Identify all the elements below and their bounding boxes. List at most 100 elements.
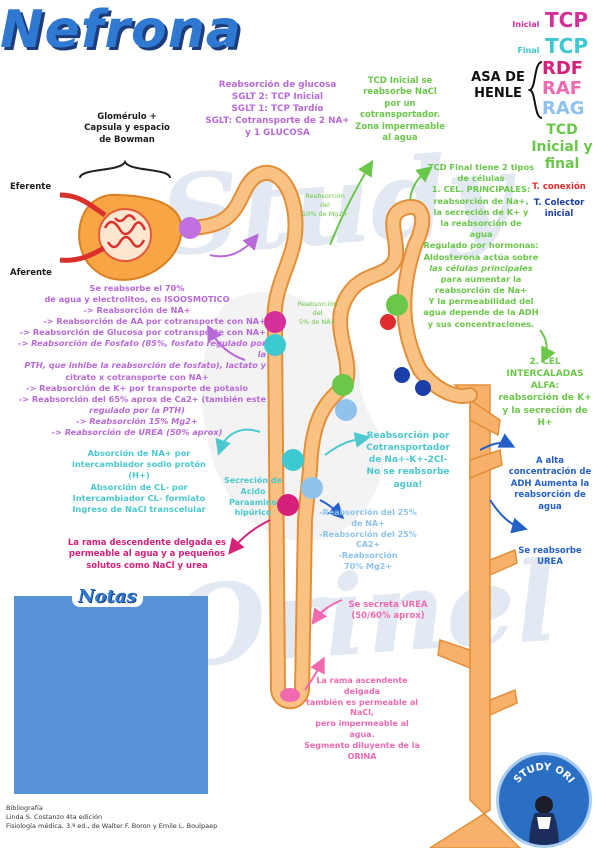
annotation-line: 2. CEL [529,357,561,367]
annotation-line: agua depende de la ADH [423,307,539,318]
legend-asa-henle: ASA DE HENLE [468,70,528,103]
annotation-line: al agua [382,133,418,144]
notes-title: Notas [72,586,143,607]
annotation-line: Cotransportador [366,443,450,454]
svg-text:STUDY ORI: STUDY ORI [512,762,576,786]
annotation-line: Se reabsorbe [518,546,582,556]
annotation-line: Se secreta UREA [348,600,428,610]
annotation-line: -> Reabsorción de Fosfato (85%, fosfato … [18,338,266,360]
legend-tcp-initial-label: TCP [545,8,588,32]
efferent-arteriole [59,192,107,218]
annotation-line: -Reabsorción del 25% [319,508,417,517]
annotation-line: Absorción de NA+ por [87,448,191,458]
aferente-label: Aferente [10,268,52,278]
annotation-line: permeable al agua y a pequeños [68,549,226,560]
annotation-line: regulado por la PTH) [89,404,185,415]
annotation-line: hipúrico [234,508,272,518]
annotation-line: y sus concentraciones. [427,318,535,329]
annotation-line: -> Reabsorción de Glucosa por cotranspor… [19,327,266,338]
annotation-line: Absorción de CL- por [90,481,188,492]
annotation-line: 10% de Mg2+ [301,209,349,218]
annotation-line: Zona impermeable [355,121,445,132]
annotation-line: INTERCALADAS [506,369,584,380]
legend-tcd-line1: TCD [546,122,578,138]
legend-tcd: TCD Inicial y final [524,122,600,172]
annotation-line: de NA+ [351,518,385,528]
bibliography-line: Fisiología médica, 3.ª ed., de Walter F.… [6,821,218,830]
glomerulo-line: Capsula y espacio [84,123,170,134]
marker-conexion [380,314,396,330]
marker-rdf [277,494,299,516]
annotation-tcd-initial: TCD Inicial se reabsorbe NaCl por un cot… [345,76,455,145]
legend-rdf: RDF [542,58,584,79]
annotation-tcp-block: Se reabsorbe el 70% de agua y electrolit… [8,283,266,438]
legend-t-colector-line1: T. Colector [533,198,585,208]
annotation-line: reabsorbe NaCl [363,87,437,98]
annotation-urea-secreted: Se secreta UREA (50/60% aprox) [338,600,438,623]
annotation-line: y la secreción de [502,405,588,416]
annotation-line: también es permeable al NaCl, [306,697,418,718]
annotation-line: CA2+ [355,540,381,550]
annotation-intercaladas: 2. CEL INTERCALADAS ALFA: reabsorción de… [492,356,598,429]
marker-rag-2 [335,399,357,421]
annotation-rdf: La rama descendente delgada es permeable… [62,538,232,572]
annotation-line: Reabsorción [297,300,338,308]
annotation-line: Se reabsorbe el 70% [89,283,185,293]
annotation-line: Segmento diluyente de la [304,740,420,750]
annotation-line: 5% de NA+ [298,317,337,326]
annotation-line: agua! [393,479,423,490]
annotation-line: -Reabsorción [338,551,398,561]
annotation-line: la reabsorción de [440,217,522,228]
annotation-line: -> Reabsorción 15% Mg2+ [76,415,198,426]
annotation-line: -Reabsorción del 25% [319,529,417,539]
annotation-line: intercambiador sodio protón (H+) [72,459,206,481]
annotation-urea-reabs: Se reabsorbe UREA [510,546,590,569]
eferente-label: Eferente [10,182,52,192]
marker-tcd-2 [386,294,408,316]
annotation-line: Secreción de [224,476,282,485]
bibliography-line: Bibliografía [6,804,43,812]
annotation-line: La rama descendente delgada es [67,538,227,548]
annotation-line: Y la permeabilidad del [428,296,534,307]
glomerulo-label: Glomérulo + Capsula y espacio de Bowman [62,112,192,146]
annotation-line: Acido [240,486,266,496]
annotation-line: Intercambiador CL- formiato [72,492,206,503]
annotation-line: Aldosterona actúa sobre [423,251,539,262]
annotation-line: agua [469,229,493,240]
annotation-line: 70% Mg2+ [344,561,392,571]
annotation-line: Reabsorción de glucosa [218,80,337,90]
annotation-mg10: Reabsorción del 10% de Mg2+ [295,192,355,218]
annotation-nkcc: Reabsorción por Cotransportador de Na+-K… [356,430,460,491]
marker-colector-2 [415,380,431,396]
glomerulo-line: de Bowman [99,134,155,145]
annotation-line: del [312,308,323,317]
legend-t-conexion: T. conexión [532,182,586,192]
afferent-arteriole [59,245,106,263]
legend-tcp-final: Final TCP [490,34,588,58]
study-ori-logo: STUDY ORI [496,752,592,848]
legend-tcp-final-prefix: Final [517,46,540,55]
annotation-line: las células principales [429,262,533,273]
annotation-line: (50/60% aprox) [351,611,425,622]
annotation-line: para aumentar la [440,273,522,284]
annotation-line: PTH, que inhibe la reabsorción de fosfat… [24,360,266,371]
legend-tcp-initial-prefix: Inicial [512,20,540,29]
annotation-line: Ingreso de NaCl transcelular [72,503,206,514]
marker-tcp-final [264,334,286,356]
annotation-line: No se reabsorbe [366,467,450,478]
annotation-line: reabsorción de Na+, [433,195,529,206]
annotation-line: reabsorción de Na+ [434,285,528,296]
marker-tcd-1 [332,374,354,396]
annotation-line: de agua y electrolitos, es ISOOSMOTICO [44,294,230,305]
annotation-adh: A alta concentración de ADH Aumenta la r… [502,456,598,513]
legend-asa-line2: HENLE [474,86,522,102]
annotation-line: Reabsorción [305,192,345,200]
legend-t-colector: T. Colector inicial [520,198,598,220]
annotation-tcd-final: TCD Final tiene 2 tipos de células 1. CE… [416,162,546,330]
annotation-mg5: Reabsorción del 5% de NA+ [290,300,345,326]
marker-rag [301,477,323,499]
annotation-line: agua [538,501,562,512]
annotation-line: concentración de [508,467,592,478]
annotation-line: -> Reabsorción de NA+ [83,305,191,316]
annotation-line: SGLT 2: TCP Inicial [231,91,324,102]
